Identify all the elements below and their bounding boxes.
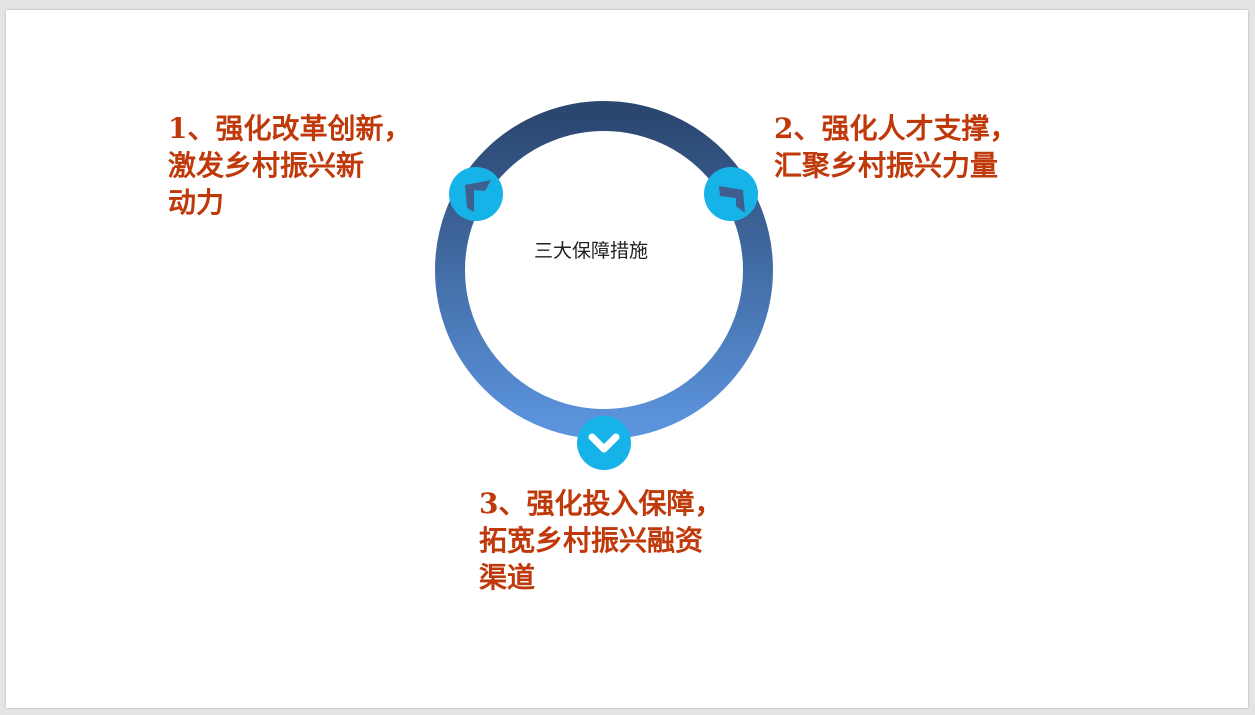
chevron-down-icon	[588, 433, 620, 453]
measure-1-line-2: 激发乡村振兴新	[168, 149, 365, 182]
measure-3-line-2: 拓宽乡村振兴融资	[479, 524, 704, 557]
measure-2-line-1: 2、强化人才支撑，	[774, 112, 1018, 145]
arrow-up-left-icon	[465, 180, 491, 212]
badge-step-1	[449, 167, 503, 221]
measure-3-line-1: 3、强化投入保障，	[479, 487, 723, 520]
measure-1-label: 1、强化改革创新， 激发乡村振兴新 动力	[168, 110, 411, 221]
measure-3-line-3: 渠道	[479, 561, 536, 594]
measure-2-label: 2、强化人才支撑， 汇聚乡村振兴力量	[774, 110, 1017, 184]
measure-1-line-3: 动力	[168, 186, 225, 219]
slide: 三大保障措施 1、强化改革创新， 激发乡村振兴新 动力 2、强化人才支撑， 汇聚…	[6, 10, 1248, 708]
measure-3-label: 3、强化投入保障， 拓宽乡村振兴融资 渠道	[479, 485, 722, 596]
measure-2-line-2: 汇聚乡村振兴力量	[774, 149, 999, 182]
arrow-down-right-icon	[719, 186, 745, 213]
center-label: 三大保障措施	[534, 240, 649, 262]
cycle-ring	[435, 101, 773, 439]
cycle-diagram	[435, 101, 773, 470]
measure-1-line-1: 1、强化改革创新，	[168, 112, 412, 145]
badge-step-2	[704, 167, 758, 221]
badge-step-3	[577, 416, 631, 470]
